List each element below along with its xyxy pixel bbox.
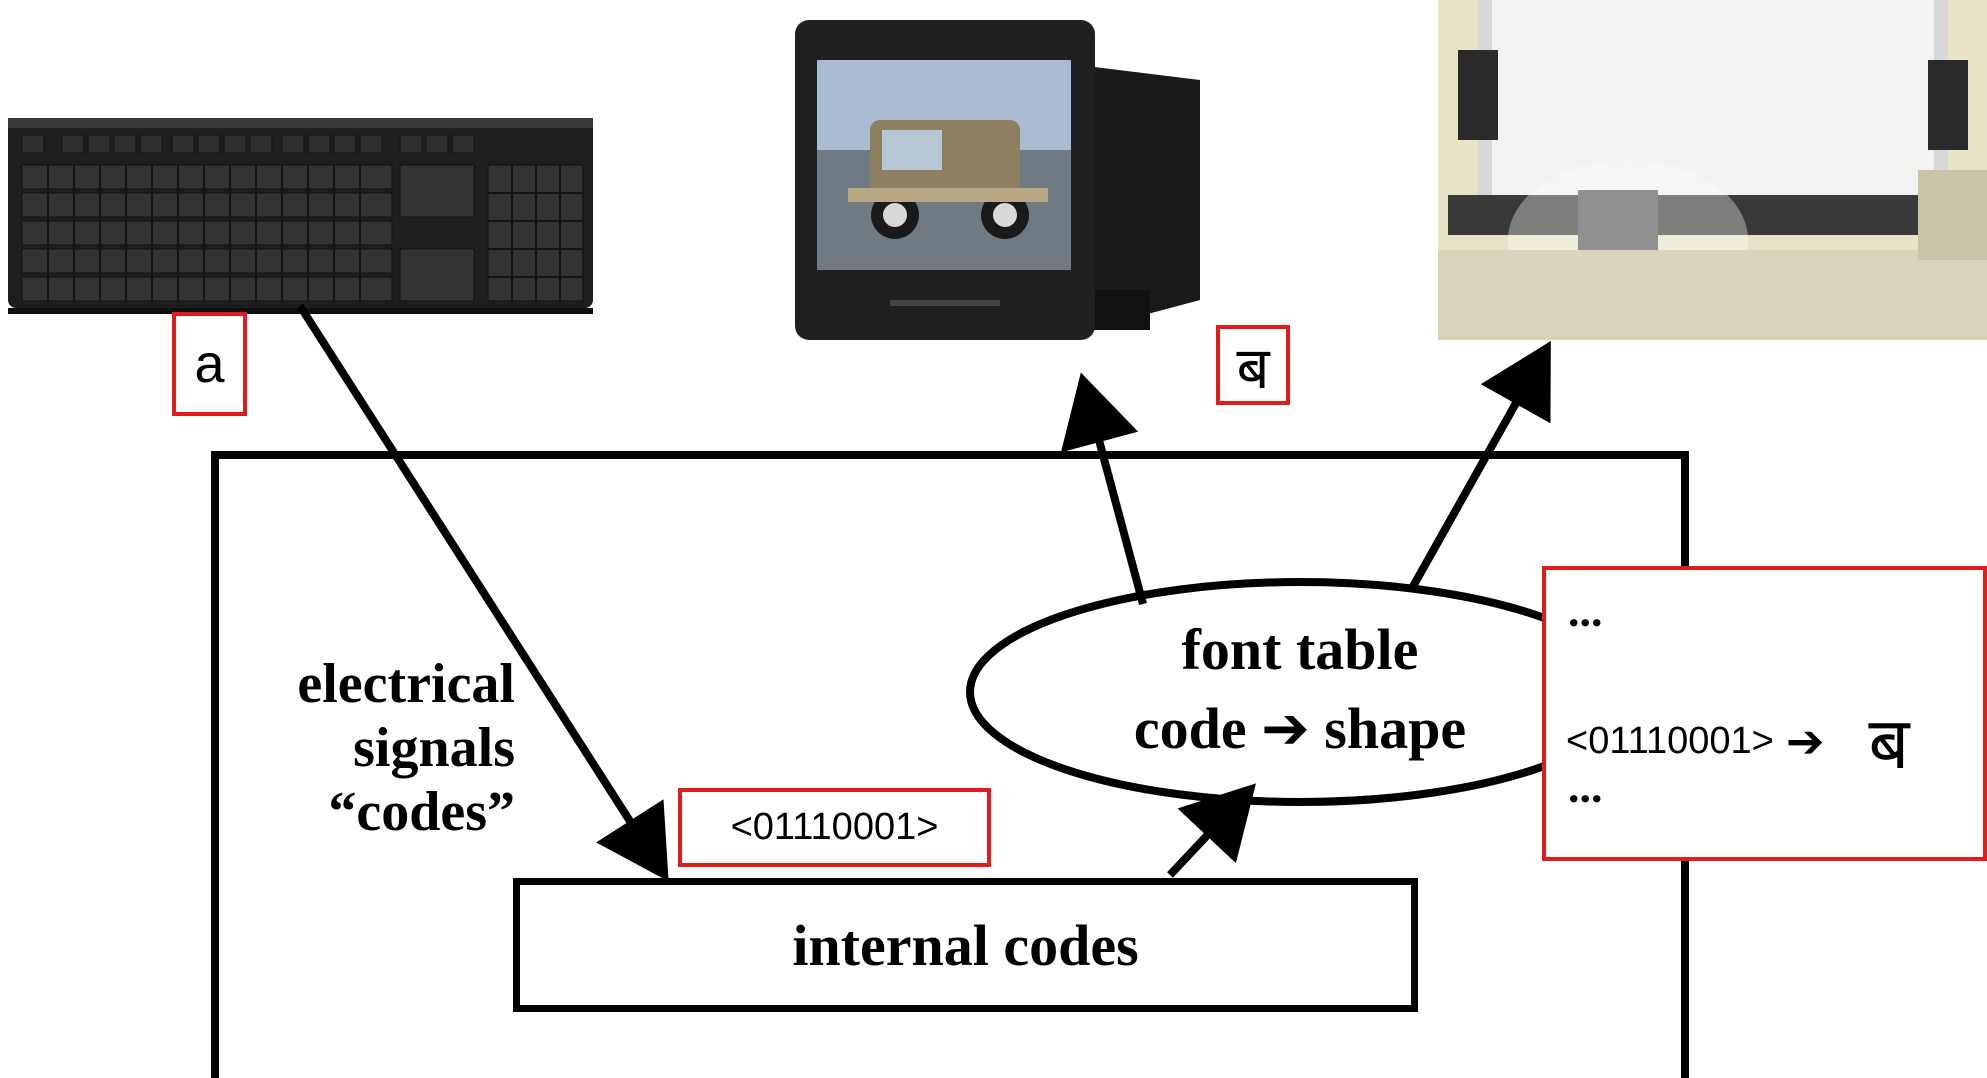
printer-image [1438,0,1987,340]
signals-label: electrical signals “codes” [215,652,515,844]
internal-codes-box: internal codes [513,878,1418,1012]
table-row: <01110001> ➔ ब [1566,692,1909,790]
keyboard-to-internal-arrow [296,303,669,882]
internal-codes-label: internal codes [792,912,1139,978]
font-table-panel: ... <01110001> ➔ ब ... [1542,566,1987,861]
code-badge-text: <01110001> [730,806,939,848]
signals-line-2: signals [353,717,515,779]
table-row-glyph: ब [1868,701,1910,785]
right-arrow-icon: ➔ [1261,694,1310,762]
font-table-label: font table code ➔ shape [1060,611,1540,768]
internal-to-fonttable-arrow [1167,783,1256,878]
input-char: a [194,334,225,394]
table-row-code: <01110001> [1566,719,1774,762]
table-row-arrow-icon: ➔ [1785,714,1825,768]
input-char-box: a [172,312,247,416]
code-word: code [1133,696,1247,761]
monitor-image [795,20,1200,340]
font-table-title: font table [1181,617,1419,682]
signals-line-1: electrical [297,653,515,715]
table-top-ellipsis: ... [1568,585,1603,636]
output-char: ब [1236,333,1270,402]
shape-word: shape [1324,696,1467,761]
code-shape-line: code ➔ shape [1060,689,1540,768]
signals-line-3: “codes” [328,781,515,843]
code-badge: <01110001> [678,788,991,867]
keyboard-image [8,118,593,314]
fonttable-to-monitor-arrow [1060,372,1147,606]
output-char-box: ब [1216,325,1290,405]
table-bottom-ellipsis: ... [1568,761,1603,812]
fonttable-to-printer-arrow [1407,341,1551,592]
